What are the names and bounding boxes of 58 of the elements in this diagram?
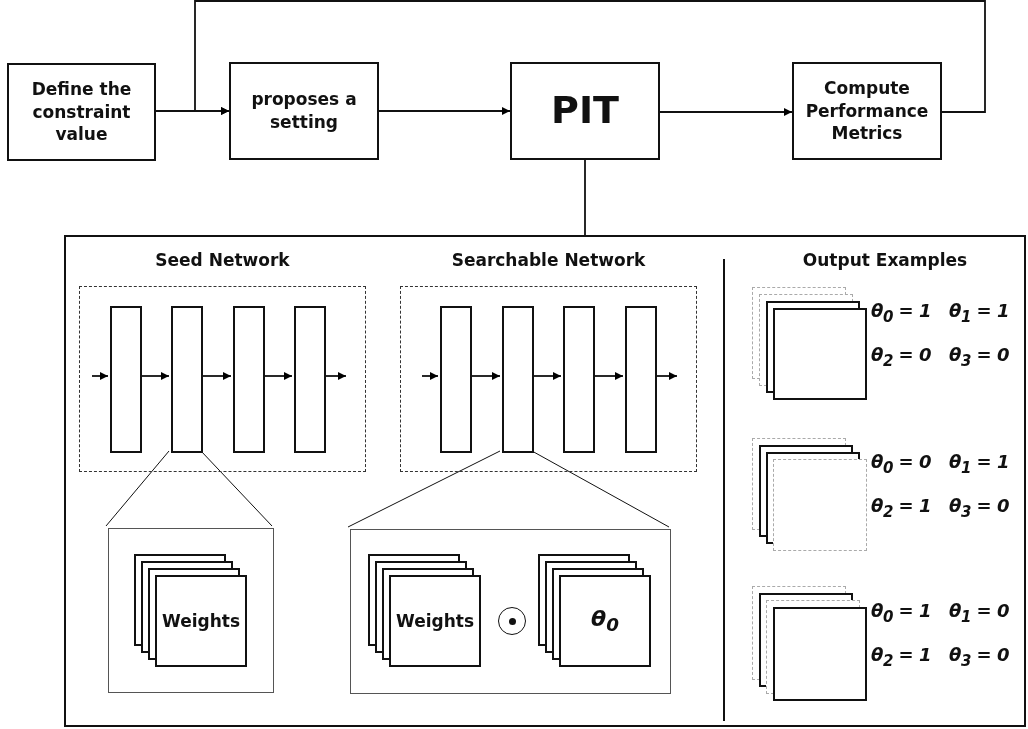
parameter-value: θ$_{1}$ = 1: [949, 299, 1009, 326]
network-frame: [79, 250, 366, 472]
layer-block: [502, 306, 534, 453]
step-box: PIT: [510, 62, 660, 160]
zoom-frame: [350, 529, 671, 694]
stack-label: Weights: [396, 611, 474, 631]
section-title: Output Examples: [801, 250, 969, 270]
layer-block: [440, 306, 472, 453]
layer-block: [110, 306, 142, 453]
parameter-value: θ$_{0}$ = 1: [871, 299, 931, 326]
parameter-value: θ$_{2}$ = 1: [871, 643, 931, 670]
layer-stack: [752, 586, 867, 701]
zoom-line: [347, 450, 501, 528]
layer-block: [233, 306, 265, 453]
stack-label: θ$_{0}$: [591, 606, 619, 636]
parameter-value: θ$_{0}$ = 0: [871, 450, 931, 477]
network-title: Seed Network: [154, 250, 291, 270]
arrow: [659, 108, 793, 116]
layer-stack: [752, 287, 867, 400]
layer-block: [171, 306, 203, 453]
network-title: Searchable Network: [450, 250, 647, 270]
parameter-value: θ$_{0}$ = 1: [871, 599, 931, 626]
arrow: [200, 372, 232, 380]
parameter-value: θ$_{3}$ = 0: [949, 643, 1009, 670]
zoom-line: [200, 450, 273, 527]
layer-block: [563, 306, 595, 453]
arrow: [262, 372, 293, 380]
arrow: [421, 372, 439, 380]
network-frame: [400, 250, 697, 472]
arrow: [531, 372, 562, 380]
zoom-frame: [108, 528, 274, 693]
parameter-value: θ$_{1}$ = 1: [949, 450, 1009, 477]
zoom-line: [105, 450, 170, 527]
arrow: [592, 372, 624, 380]
arrow: [91, 372, 109, 380]
arrow: [194, 0, 986, 115]
arrow: [323, 372, 347, 380]
layer-block: [625, 306, 657, 453]
parameter-value: θ$_{1}$ = 0: [949, 599, 1009, 626]
parameter-value: θ$_{2}$ = 1: [871, 494, 931, 521]
step-box: Define the constraint value: [7, 63, 156, 161]
zoom-line: [531, 450, 670, 528]
arrow: [469, 372, 501, 380]
layer-stack: [752, 438, 867, 551]
step-box: proposes a setting: [229, 62, 379, 160]
step-box: Compute Performance Metrics: [792, 62, 942, 160]
weight-stack: [368, 554, 481, 667]
parameter-value: θ$_{3}$ = 0: [949, 494, 1009, 521]
weight-stack: [134, 554, 247, 667]
arrow: [378, 107, 511, 115]
layer-block: [294, 306, 326, 453]
panel-frame: [64, 235, 1026, 727]
parameter-value: θ$_{2}$ = 0: [871, 343, 931, 370]
arrow: [139, 372, 170, 380]
arrow: [654, 372, 678, 380]
parameter-value: θ$_{3}$ = 0: [949, 343, 1009, 370]
stack-label: Weights: [162, 611, 240, 631]
mask-stack: [538, 554, 651, 667]
